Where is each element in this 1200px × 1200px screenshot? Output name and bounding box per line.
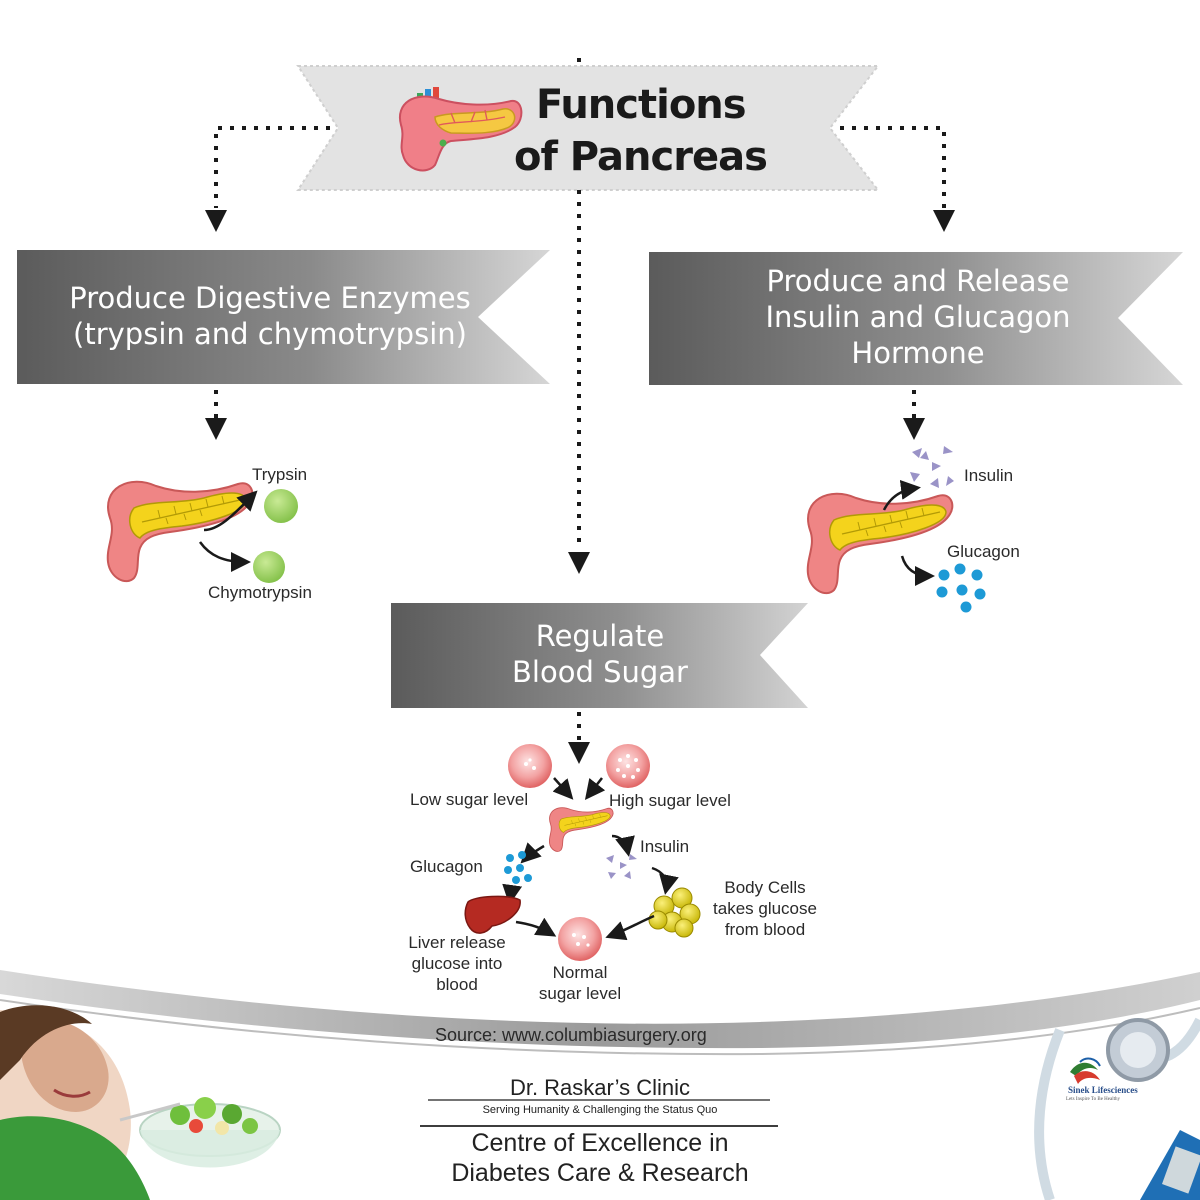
chymotrypsin-dot bbox=[253, 551, 285, 583]
high-sugar-label: High sugar level bbox=[609, 791, 731, 810]
clinic-tagline: Serving Humanity & Challenging the Statu… bbox=[482, 1104, 718, 1116]
blood-sugar-banner bbox=[391, 603, 808, 708]
arrowheads bbox=[205, 210, 955, 764]
glucagon-particles bbox=[936, 563, 986, 613]
body-cells-label: Body Cells takes glucose from blood bbox=[713, 878, 817, 939]
chymotrypsin-label: Chymotrypsin bbox=[208, 583, 312, 602]
liver-label: Liver release glucose into blood bbox=[408, 933, 506, 994]
cycle-insulin-label: Insulin bbox=[640, 837, 690, 856]
low-sugar-label: Low sugar level bbox=[410, 790, 529, 809]
insulin-label: Insulin bbox=[964, 466, 1014, 485]
hormone-line-3: Hormone bbox=[851, 336, 985, 370]
source-text: Source: www.columbiasurgery.org bbox=[435, 1025, 707, 1045]
glucagon-label: Glucagon bbox=[947, 542, 1020, 561]
blood-sugar-line-2: Blood Sugar bbox=[512, 655, 688, 689]
trypsin-dot bbox=[264, 489, 298, 523]
hormone-banner-text: Produce and Release Insulin and Glucagon… bbox=[668, 263, 1168, 371]
normal-sugar-cell bbox=[558, 917, 602, 961]
body-cells-icon bbox=[648, 887, 701, 938]
cycle-glucagon-label: Glucagon bbox=[410, 857, 483, 876]
connectors bbox=[214, 58, 946, 742]
blood-sugar-banner-text: Regulate Blood Sugar bbox=[420, 618, 780, 690]
blood-sugar-line-1: Regulate bbox=[535, 619, 665, 653]
hormone-line-2: Insulin and Glucagon bbox=[765, 300, 1071, 334]
liver-icon bbox=[464, 895, 521, 934]
normal-sugar-label: Normal sugar level bbox=[538, 963, 622, 1003]
sinek-logo-icon bbox=[1070, 1057, 1101, 1084]
hormone-banner bbox=[649, 252, 1183, 385]
trypsin-label: Trypsin bbox=[252, 465, 308, 484]
footer-band bbox=[0, 970, 1200, 1049]
centre-line-1: Centre of Excellence in bbox=[471, 1129, 729, 1157]
woman-with-salad-photo bbox=[0, 1005, 281, 1200]
title-line-2: of Pancreas bbox=[514, 134, 768, 180]
title-pancreas-icon bbox=[398, 87, 523, 172]
sinek-logo-name: Sinek Lifesciences bbox=[1068, 1085, 1138, 1095]
cycle-glucagon-particles bbox=[504, 851, 532, 884]
sinek-logo-tagline: Lets Inspire To Be Healthy bbox=[1066, 1097, 1120, 1102]
low-sugar-cell bbox=[508, 744, 552, 788]
enzymes-line-1: Produce Digestive Enzymes bbox=[69, 281, 471, 315]
cycle-pancreas-icon bbox=[548, 807, 614, 852]
enzymes-banner-text: Produce Digestive Enzymes (trypsin and c… bbox=[20, 280, 520, 352]
cycle-insulin-particles bbox=[606, 854, 637, 879]
clinic-name: Dr. Raskar’s Clinic bbox=[509, 1075, 691, 1100]
insulin-particles bbox=[910, 446, 954, 488]
enzyme-pancreas-icon bbox=[106, 480, 254, 583]
enzymes-line-2: (trypsin and chymotrypsin) bbox=[73, 317, 467, 351]
stethoscope-photo bbox=[1034, 1017, 1200, 1200]
enzymes-banner bbox=[17, 250, 550, 384]
centre-line-2: Diabetes Care & Research bbox=[451, 1159, 749, 1187]
hormone-line-1: Produce and Release bbox=[766, 264, 1070, 298]
title-line-1: Functions bbox=[536, 82, 747, 128]
title-banner bbox=[298, 66, 878, 190]
hormone-pancreas-icon bbox=[806, 492, 954, 595]
